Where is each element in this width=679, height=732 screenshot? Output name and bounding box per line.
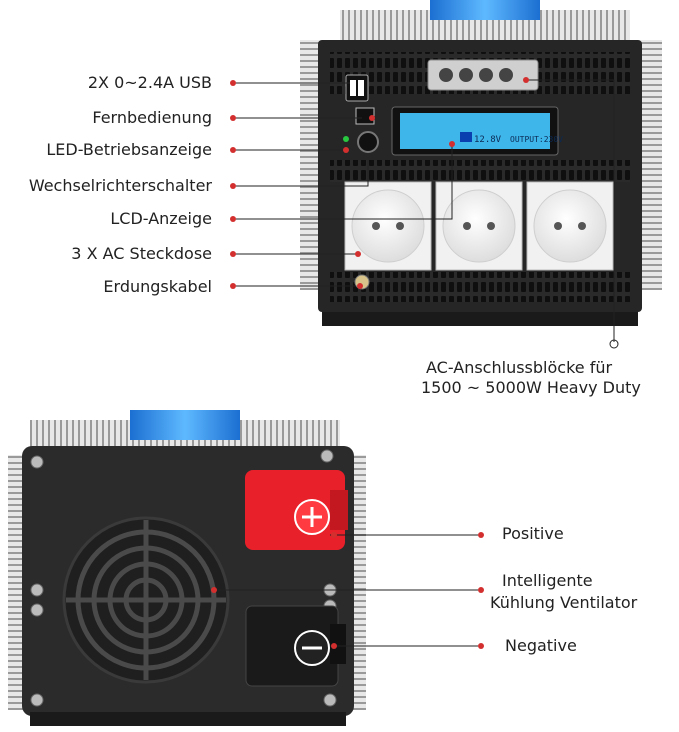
label-sockets: 3 X AC Steckdose (71, 244, 212, 263)
back-inverter (8, 410, 366, 726)
heatsink-left-fins (300, 40, 320, 290)
label-terminal-line1: AC-Anschlussblöcke für (426, 358, 613, 377)
terminal-callout-end (609, 339, 619, 349)
led-indicator (343, 136, 349, 142)
front-inverter: 12.8V OUTPUT:230V (300, 0, 662, 326)
ac-sockets (344, 181, 614, 271)
back-base (30, 712, 346, 726)
lcd-voltage: 12.8V (474, 135, 502, 145)
label-terminal-line2: 1500 ~ 5000W Heavy Duty (421, 378, 641, 397)
label-remote: Fernbedienung (92, 108, 212, 127)
vent-middle (330, 160, 630, 182)
back-callout-dots (211, 532, 484, 649)
vent-bottom (330, 272, 630, 302)
label-lcd: LCD-Anzeige (110, 209, 212, 228)
top-label-strip (430, 0, 540, 20)
lcd-output: OUTPUT:230V (510, 135, 563, 144)
back-callout-lines (214, 534, 478, 647)
heatsink-right-fins (640, 40, 662, 290)
label-negative: Negative (505, 636, 577, 655)
power-switch (357, 131, 379, 153)
negative-terminal (245, 605, 346, 687)
back-left-fins (8, 455, 26, 710)
label-positive: Positive (502, 524, 564, 543)
front-callout-dots (230, 77, 529, 289)
label-led: LED-Betriebsanzeige (46, 140, 212, 159)
fan-grill (66, 520, 226, 680)
label-fan-line1: Intelligente (502, 571, 593, 590)
back-label-strip (130, 410, 240, 440)
front-callout-lines (236, 79, 615, 342)
usb-ports (345, 74, 369, 102)
lcd-screen (400, 113, 550, 149)
label-switch: Wechselrichterschalter (28, 176, 212, 195)
label-usb: 2X 0~2.4A USB (87, 73, 212, 92)
label-fan-line2: Kühlung Ventilator (490, 593, 638, 612)
positive-terminal (245, 470, 348, 550)
front-base (322, 312, 638, 326)
label-ground: Erdungskabel (103, 277, 212, 296)
